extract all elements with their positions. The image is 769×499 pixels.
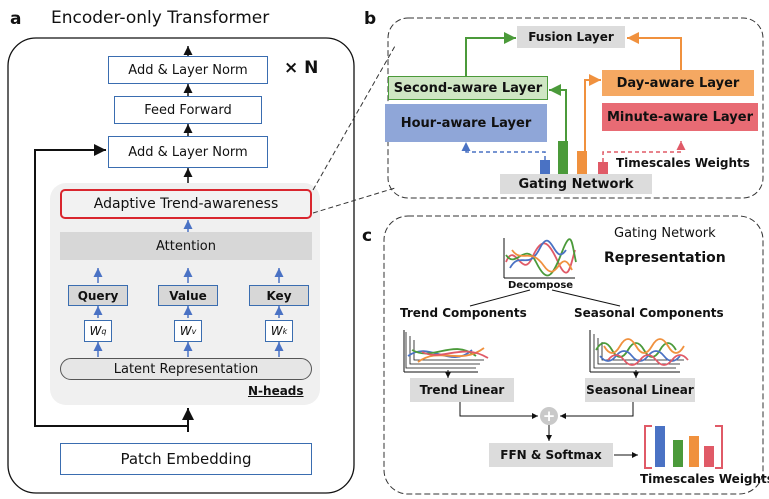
add-norm-bottom: Add & Layer Norm xyxy=(108,136,268,168)
gating-network-title: Gating Network xyxy=(614,226,716,241)
trend-linear-box: Trend Linear xyxy=(410,378,514,402)
trend-components-label: Trend Components xyxy=(400,306,527,320)
repeat-n-label: × N xyxy=(284,58,319,78)
value-box: Value xyxy=(158,285,218,306)
ffn-softmax-box: FFN & Softmax xyxy=(489,443,613,467)
attention-box: Attention xyxy=(60,232,312,260)
trend-components-plot xyxy=(403,330,489,373)
panel-c-frame xyxy=(383,215,764,495)
panel-c-letter: c xyxy=(362,226,373,246)
n-heads-label: N-heads xyxy=(248,384,304,398)
decompose-label: Decompose xyxy=(508,280,574,291)
seasonal-components-label: Seasonal Components xyxy=(574,306,724,320)
fusion-layer: Fusion Layer xyxy=(517,26,625,48)
seasonal-components-plot xyxy=(589,330,689,373)
panel-b-letter: b xyxy=(364,9,377,29)
svg-text:+: + xyxy=(543,407,556,425)
latent-representation: Latent Representation xyxy=(60,358,312,380)
hour-aware-layer: Hour-aware Layer xyxy=(385,104,547,142)
feed-forward: Feed Forward xyxy=(114,96,262,124)
query-box: Query xyxy=(68,285,128,306)
representation-title: Representation xyxy=(604,250,726,266)
key-box: Key xyxy=(249,285,309,306)
gating-network-box: Gating Network xyxy=(500,174,652,194)
day-aware-layer: Day-aware Layer xyxy=(602,70,754,96)
adaptive-trend-awareness: Adaptive Trend-awareness xyxy=(60,189,312,219)
timescales-weights-label-c: Timescales Weights xyxy=(640,472,769,486)
timescales-weights-label-b: Timescales Weights xyxy=(616,156,750,170)
encoder-title: Encoder-only Transformer xyxy=(51,8,270,28)
add-norm-top: Add & Layer Norm xyxy=(108,56,268,84)
encoder-frame xyxy=(7,37,355,494)
patch-embedding: Patch Embedding xyxy=(60,443,312,475)
second-aware-layer: Second-aware Layer xyxy=(388,76,548,100)
representation-plot xyxy=(503,238,577,279)
minute-aware-layer: Minute-aware Layer xyxy=(602,103,758,131)
seasonal-linear-box: Seasonal Linear xyxy=(585,378,695,402)
panel-a-letter: a xyxy=(10,9,22,29)
